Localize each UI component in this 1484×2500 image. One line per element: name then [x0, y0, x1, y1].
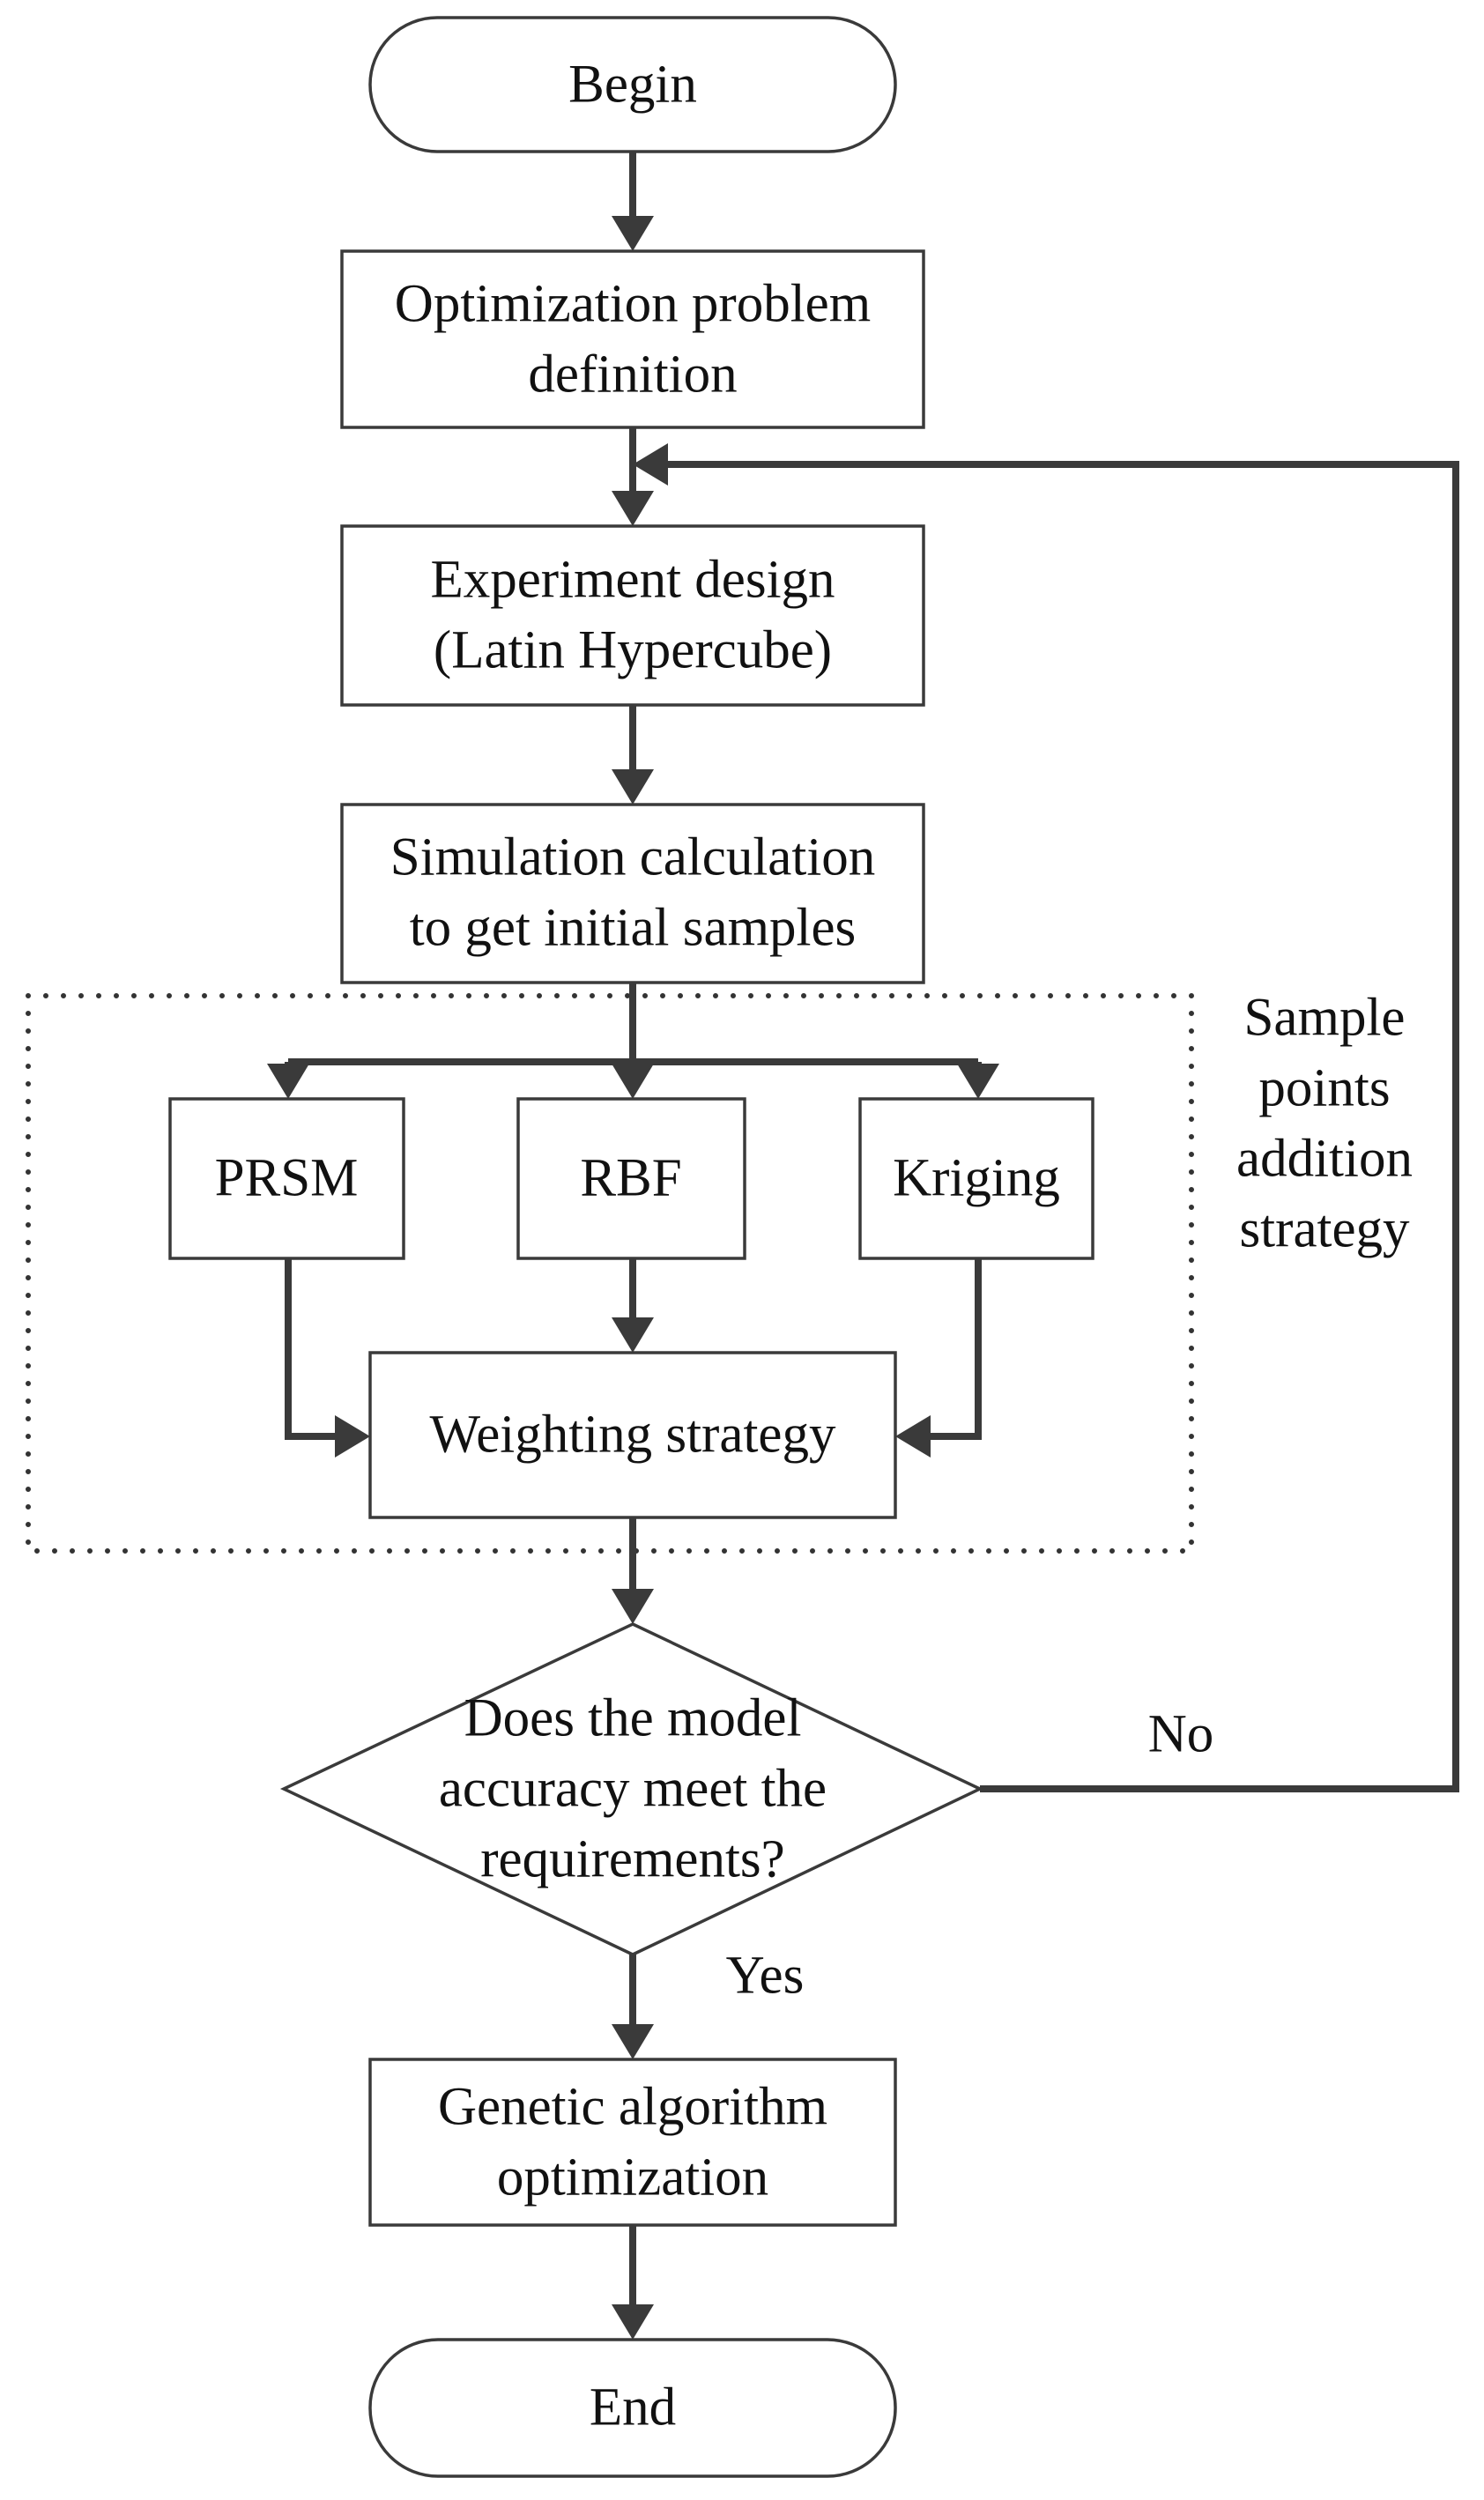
simulation-node: Simulation calculation to get initial sa…	[340, 803, 925, 984]
arrowhead	[612, 1064, 654, 1099]
arrowhead	[612, 1589, 654, 1624]
arrowhead	[957, 1064, 999, 1099]
sample-points-group-label: Sample points addition strategy	[1236, 989, 1413, 1259]
edge-prsm-to-weighting	[285, 1258, 335, 1440]
arrowhead	[612, 2304, 654, 2340]
decision-node: Does the model accuracy meet the require…	[279, 1622, 984, 1956]
genetic-line-1: Genetic algorithm	[438, 2078, 827, 2137]
edge-kriging-to-weighting	[931, 1258, 982, 1440]
arrowhead	[612, 216, 654, 251]
edge-decision-no-loop	[668, 461, 1459, 1792]
experiment-design-line-1: Experiment design	[430, 551, 835, 610]
simulation-line-1: Simulation calculation	[390, 828, 876, 887]
problem-definition-node: Optimization problem definition	[340, 249, 925, 429]
arrowhead	[633, 443, 668, 486]
prsm-label: PRSM	[215, 1149, 359, 1208]
no-edge-label: No	[1148, 1705, 1214, 1764]
begin-label: Begin	[568, 56, 697, 115]
rbf-label: RBF	[580, 1149, 681, 1208]
decision-line-3: requirements?	[480, 1830, 785, 1889]
arrowhead	[612, 2024, 654, 2059]
group-label-line-2: points	[1258, 1059, 1390, 1118]
arrowhead	[335, 1415, 370, 1458]
connectors	[267, 152, 1459, 2340]
yes-edge-label: Yes	[726, 1947, 805, 2006]
end-label: End	[590, 2378, 676, 2437]
genetic-algorithm-node: Genetic algorithm optimization	[368, 2058, 897, 2227]
group-label-line-4: strategy	[1239, 1200, 1410, 1259]
rbf-node: RBF	[516, 1097, 746, 1260]
arrowhead	[267, 1064, 309, 1099]
problem-definition-line-2: definition	[528, 345, 737, 404]
arrowhead	[895, 1415, 931, 1458]
arrowhead	[612, 769, 654, 805]
kriging-node: Kriging	[858, 1097, 1094, 1260]
kriging-label: Kriging	[893, 1149, 1060, 1208]
decision-line-1: Does the model	[464, 1689, 802, 1748]
end-node: End	[368, 2338, 897, 2478]
weighting-node: Weighting strategy	[368, 1351, 897, 1519]
arrowhead	[612, 1317, 654, 1353]
group-label-line-3: addition	[1236, 1130, 1413, 1189]
simulation-line-2: to get initial samples	[410, 899, 857, 958]
begin-node: Begin	[368, 16, 897, 153]
problem-definition-line-1: Optimization problem	[395, 275, 871, 334]
experiment-design-node: Experiment design (Latin Hypercube)	[340, 524, 925, 707]
prsm-node: PRSM	[168, 1097, 405, 1260]
sample-points-group-boundary	[26, 993, 1194, 1554]
genetic-line-2: optimization	[497, 2148, 768, 2207]
experiment-design-line-2: (Latin Hypercube)	[434, 621, 832, 680]
arrowhead	[612, 491, 654, 526]
group-label-line-1: Sample	[1244, 989, 1406, 1048]
decision-line-2: accuracy meet the	[439, 1760, 827, 1819]
weighting-label: Weighting strategy	[430, 1406, 836, 1465]
